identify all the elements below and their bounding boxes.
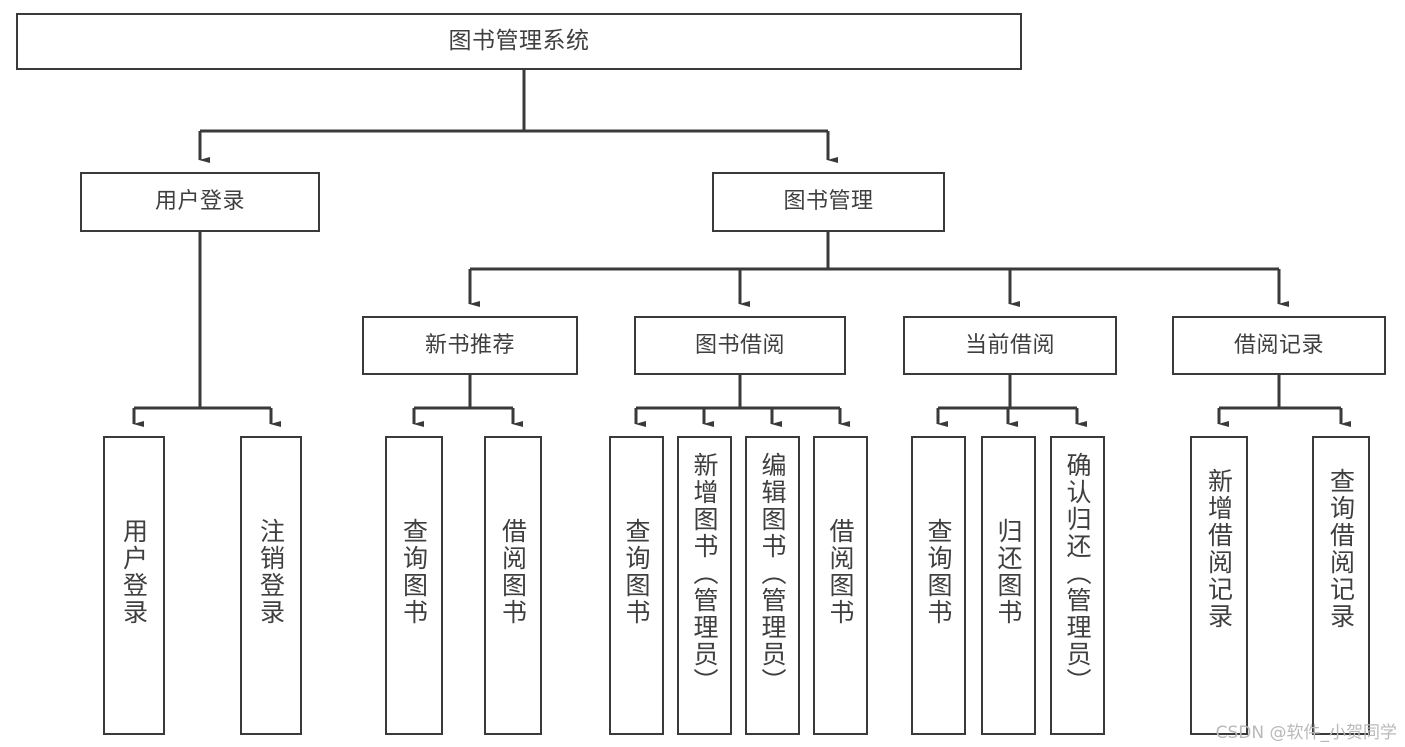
node-user-login-label: 用户登录 bbox=[154, 189, 245, 215]
node-leaf-edit-book[interactable]: 编辑图书（管理员） bbox=[745, 436, 800, 735]
node-leaf-borrow-book-1[interactable]: 借阅图书 bbox=[484, 436, 542, 735]
node-current-borrow-label: 当前借阅 bbox=[964, 332, 1055, 358]
node-leaf-add-book-label: 新增图书（管理员） bbox=[690, 452, 719, 695]
node-leaf-return-book-label: 归还图书 bbox=[994, 518, 1023, 626]
node-leaf-query-book-3[interactable]: 查询图书 bbox=[911, 436, 966, 735]
node-leaf-add-record[interactable]: 新增借阅记录 bbox=[1190, 436, 1248, 735]
node-leaf-user-login[interactable]: 用户登录 bbox=[103, 436, 165, 735]
node-leaf-edit-book-label: 编辑图书（管理员） bbox=[758, 452, 787, 695]
node-leaf-query-record-label: 查询借阅记录 bbox=[1326, 468, 1356, 630]
node-leaf-query-record[interactable]: 查询借阅记录 bbox=[1312, 436, 1370, 735]
node-book-borrow[interactable]: 图书借阅 bbox=[634, 316, 846, 375]
node-new-book-rec-label: 新书推荐 bbox=[424, 332, 515, 358]
node-new-book-rec[interactable]: 新书推荐 bbox=[362, 316, 578, 375]
node-root-图书管理系统-label: 图书管理系统 bbox=[448, 27, 590, 54]
node-book-manage[interactable]: 图书管理 bbox=[712, 172, 945, 232]
node-root-图书管理系统[interactable]: 图书管理系统 bbox=[16, 13, 1022, 70]
node-leaf-query-book-2-label: 查询图书 bbox=[622, 518, 651, 626]
node-borrow-record[interactable]: 借阅记录 bbox=[1172, 316, 1386, 375]
node-leaf-borrow-book-2[interactable]: 借阅图书 bbox=[813, 436, 868, 735]
node-leaf-user-login-label: 用户登录 bbox=[119, 518, 149, 626]
node-leaf-logout-label: 注销登录 bbox=[256, 518, 286, 626]
node-leaf-query-book-1[interactable]: 查询图书 bbox=[385, 436, 443, 735]
node-leaf-confirm-return-label: 确认归还（管理员） bbox=[1063, 452, 1092, 695]
node-current-borrow[interactable]: 当前借阅 bbox=[903, 316, 1117, 375]
connector-lines bbox=[132, 70, 1351, 427]
node-book-borrow-label: 图书借阅 bbox=[694, 332, 785, 358]
node-book-manage-label: 图书管理 bbox=[783, 189, 874, 215]
node-leaf-confirm-return[interactable]: 确认归还（管理员） bbox=[1050, 436, 1105, 735]
node-user-login[interactable]: 用户登录 bbox=[80, 172, 320, 232]
node-leaf-query-book-2[interactable]: 查询图书 bbox=[609, 436, 664, 735]
node-leaf-borrow-book-1-label: 借阅图书 bbox=[498, 518, 528, 626]
node-leaf-add-record-label: 新增借阅记录 bbox=[1204, 468, 1234, 630]
node-leaf-add-book[interactable]: 新增图书（管理员） bbox=[677, 436, 732, 735]
node-leaf-borrow-book-2-label: 借阅图书 bbox=[826, 518, 855, 626]
node-leaf-return-book[interactable]: 归还图书 bbox=[981, 436, 1036, 735]
node-leaf-logout[interactable]: 注销登录 bbox=[240, 436, 302, 735]
node-borrow-record-label: 借阅记录 bbox=[1233, 332, 1324, 358]
node-leaf-query-book-1-label: 查询图书 bbox=[399, 518, 429, 626]
node-leaf-query-book-3-label: 查询图书 bbox=[924, 518, 953, 626]
